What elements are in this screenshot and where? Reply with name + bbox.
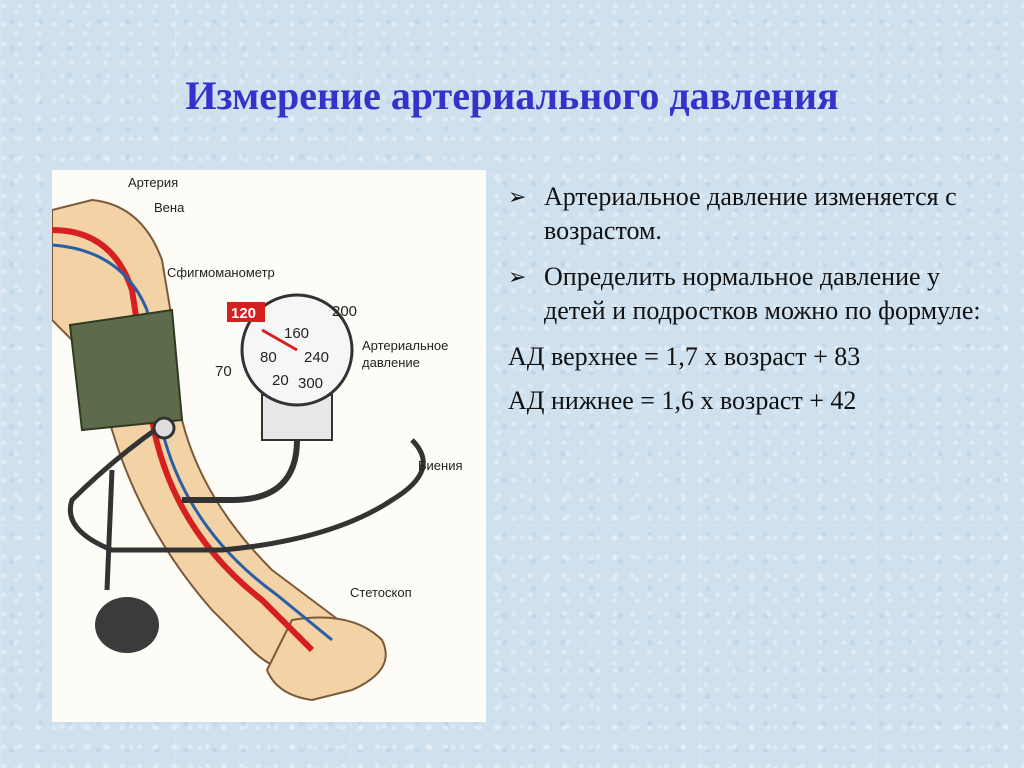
arm-sphygmomanometer-diagram: Артерия Вена Сфигмоманометр Артериальное… <box>52 175 463 702</box>
label-bp-line1: Артериальное <box>362 338 448 353</box>
bulb-tube <box>104 469 115 591</box>
arrow-bullet-icon: ➢ <box>508 264 527 289</box>
dial-tick: 20 <box>272 372 289 389</box>
bullet-item: ➢ Артериальное давление изменяется с воз… <box>508 180 1008 248</box>
label-stethoscope: Стетоскоп <box>350 585 412 600</box>
dial-highlight-box <box>227 302 265 322</box>
slide-title: Измерение артериального давления <box>185 73 839 118</box>
dial-tick: 200 <box>332 303 357 320</box>
inflation-bulb <box>95 597 159 653</box>
bullet-item: ➢ Определить нормальное давление у детей… <box>508 260 1008 328</box>
bullet-text: Определить нормальное давление у детей и… <box>544 262 981 325</box>
stethoscope-head <box>152 416 176 440</box>
dial-tick: 70 <box>215 363 232 380</box>
label-sphygmomanometer: Сфигмоманометр <box>167 265 275 280</box>
dial-tick: 240 <box>304 349 329 366</box>
dial-tick: 160 <box>284 325 309 342</box>
dial-tick: 300 <box>298 375 323 392</box>
dial-highlight-value: 120 <box>231 305 256 322</box>
slide-text: ➢ Артериальное давление изменяется с воз… <box>508 180 1008 428</box>
stethoscope-tube <box>68 422 426 553</box>
manometer-needle <box>261 328 298 352</box>
bullet-text: Артериальное давление изменяется с возра… <box>544 182 957 245</box>
cuff-shape <box>68 308 184 432</box>
tube <box>182 439 300 503</box>
formula-upper: АД верхнее = 1,7 х возраст + 83 <box>508 342 861 371</box>
label-vein: Вена <box>154 200 185 215</box>
label-bp-line2: давление <box>362 355 420 370</box>
label-beats: Биения <box>418 458 463 473</box>
arrow-bullet-icon: ➢ <box>508 184 527 209</box>
dial-tick: 80 <box>260 349 277 366</box>
label-artery: Артерия <box>128 175 178 190</box>
formula-lower: АД нижнее = 1,6 х возраст + 42 <box>508 386 857 415</box>
blood-pressure-illustration: Артерия Вена Сфигмоманометр Артериальное… <box>52 170 486 722</box>
